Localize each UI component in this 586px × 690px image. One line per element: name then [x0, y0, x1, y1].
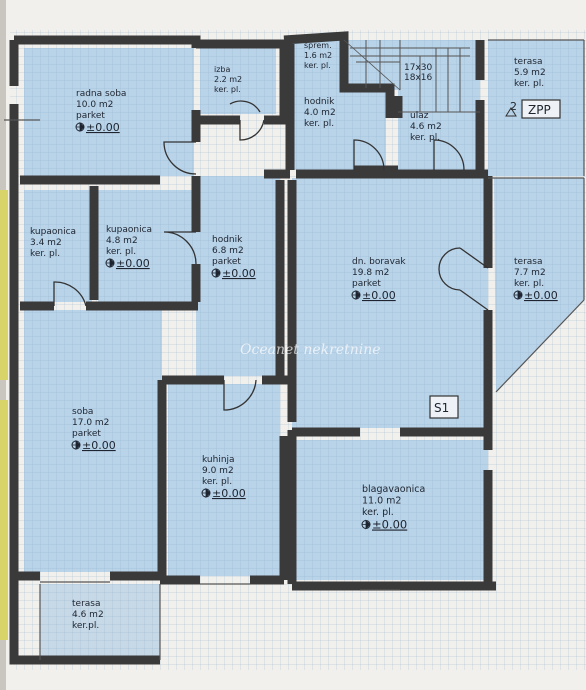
level-marker-icon [75, 122, 85, 132]
room-floor: ker.pl. [72, 621, 99, 631]
room-name: kuhinja [202, 455, 235, 465]
room-area: 17.0 m2 [72, 418, 109, 428]
room-level: ±0.00 [372, 518, 407, 532]
stairs-size-line-1: 17x30 [404, 63, 433, 73]
room-level: ±0.00 [524, 289, 558, 302]
room-name: terasa [514, 57, 543, 67]
room-floor: ker. pl. [30, 249, 60, 259]
room-level: ±0.00 [362, 289, 396, 302]
level-marker-icon [201, 488, 211, 498]
room-name: dn. boravak [352, 257, 406, 267]
zpp-box [521, 99, 561, 119]
room-area: 19.8 m2 [352, 268, 389, 278]
room-area: 3.4 m2 [30, 238, 62, 248]
room-name: ulaz [410, 111, 429, 121]
room-area: 4.6 m2 [72, 610, 104, 620]
room-area: 1.6 m2 [304, 51, 332, 60]
room-floor: ker. pl. [362, 507, 394, 518]
room-floor: ker. pl. [106, 247, 136, 257]
room-area: 4.8 m2 [106, 236, 138, 246]
zpp-label: ZPP [528, 103, 551, 117]
room-level: ±0.00 [116, 257, 150, 270]
walls [9, 31, 496, 665]
level-marker-icon [211, 268, 221, 278]
level-marker-icon [361, 519, 371, 530]
room-name: soba [72, 407, 93, 417]
s1-label: S1 [434, 401, 449, 415]
room-area: 9.0 m2 [202, 466, 234, 476]
staircase [343, 39, 480, 113]
room-floor: ker. pl. [304, 119, 334, 129]
room-area: 7.7 m2 [514, 268, 546, 278]
room-floor: ker. pl. [214, 85, 241, 94]
room-name: izba [214, 65, 231, 74]
room-name: sprem. [304, 41, 332, 50]
room-floor: ker. pl. [304, 61, 331, 70]
room-floor: ker. pl. [514, 79, 544, 89]
watermark-text: Oceanet nekretnine [240, 342, 381, 358]
room-floor: parket [212, 257, 241, 267]
room-level: ±0.00 [86, 121, 120, 134]
room-area: 11.0 m2 [362, 496, 401, 507]
room-area: 2.2 m2 [214, 75, 242, 84]
room-area: 6.8 m2 [212, 246, 244, 256]
room-floor: ker. pl. [410, 133, 440, 143]
stairs-size-label: 17x30 18x16 [404, 63, 435, 83]
stairs-number: 2 [510, 100, 517, 113]
room-level: ±0.00 [212, 487, 246, 500]
room-floor: ker. pl. [514, 279, 544, 289]
room-floor: parket [352, 279, 381, 289]
room-floor: parket [76, 111, 105, 121]
stairs-size-line-2: 18x16 [404, 73, 433, 83]
room-name: radna soba [76, 89, 126, 99]
room-level: ±0.00 [222, 267, 256, 280]
room-floor: parket [72, 429, 101, 439]
s1-box [429, 395, 459, 419]
terrace-rails [4, 39, 585, 660]
room-area: 4.6 m2 [410, 122, 442, 132]
room-area: 5.9 m2 [514, 68, 546, 78]
level-marker-icon [513, 290, 523, 300]
room-level: ±0.00 [82, 439, 116, 452]
room-name: terasa [514, 257, 543, 267]
room-area: 10.0 m2 [76, 100, 113, 110]
room-name: terasa [72, 599, 101, 609]
room-name: hodnik [304, 97, 335, 107]
room-floor: ker. pl. [202, 477, 232, 487]
room-name: hodnik [212, 235, 243, 245]
room-name: blagavaonica [362, 484, 425, 495]
room-name: kupaonica [30, 227, 76, 237]
level-marker-icon [351, 290, 361, 300]
room-name: kupaonica [106, 225, 152, 235]
door-swings [53, 100, 489, 411]
level-marker-icon [105, 258, 115, 268]
level-marker-icon [71, 440, 81, 450]
stairs-arrow-icon [505, 107, 517, 117]
room-area: 4.0 m2 [304, 108, 336, 118]
